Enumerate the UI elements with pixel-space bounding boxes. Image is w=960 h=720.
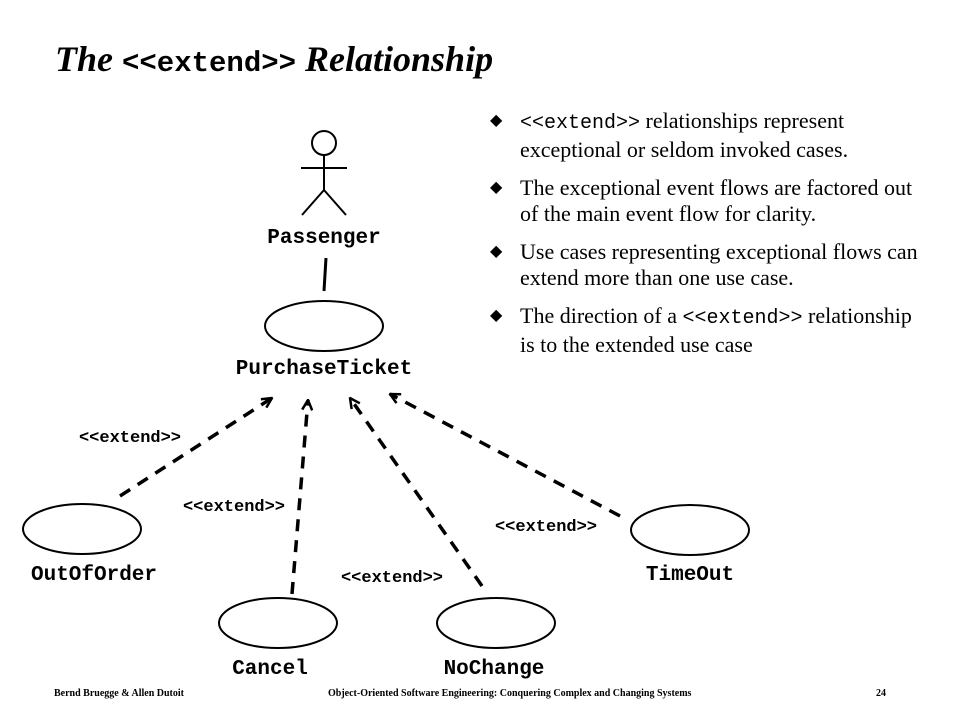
diamond-bullet-icon: ◆: [490, 112, 503, 129]
slide-title: The <<extend>> Relationship: [55, 38, 493, 80]
extend-label-out-of-order: <<extend>>: [79, 429, 181, 448]
bullet-text: Use cases representing exceptional flows…: [520, 239, 918, 290]
diamond-bullet-icon: ◆: [490, 243, 503, 260]
actor-label: Passenger: [267, 227, 380, 250]
title-stereotype: <<extend>>: [122, 47, 297, 80]
use-case-label-cancel: Cancel: [232, 658, 308, 681]
use-case-out-of-order: [22, 503, 142, 555]
use-case-time-out: [630, 504, 750, 556]
footer-authors: Bernd Bruegge & Allen Dutoit: [54, 688, 184, 699]
extend-label-cancel: <<extend>>: [183, 498, 285, 517]
extend-label-time-out: <<extend>>: [495, 518, 597, 537]
extend-arrow-out-of-order: [119, 398, 272, 498]
actor-association-line: [322, 257, 328, 292]
diamond-bullet-icon: ◆: [490, 179, 503, 196]
use-case-label-purchase-ticket: PurchaseTicket: [236, 358, 412, 381]
use-case-cancel: [218, 597, 338, 649]
bullet-text: relationship is to the extended use case: [520, 303, 912, 357]
bullet-text: relationships represent exceptional or s…: [520, 108, 849, 162]
use-case-label-no-change: NoChange: [444, 658, 545, 681]
extend-arrow-cancel: [290, 400, 308, 595]
use-case-label-time-out: TimeOut: [646, 564, 734, 587]
use-case-label-out-of-order: OutOfOrder: [31, 564, 157, 587]
bullet-code: <<extend>>: [520, 112, 641, 135]
bullet-item: ◆ The exceptional event flows are factor…: [488, 175, 928, 227]
title-prefix: The: [55, 39, 113, 79]
extend-label-no-change: <<extend>>: [341, 569, 443, 588]
use-case-no-change: [436, 597, 556, 649]
bullet-item: ◆ The direction of a <<extend>> relation…: [488, 303, 928, 358]
bullet-code: <<extend>>: [682, 307, 803, 330]
bullet-item: ◆ Use cases representing exceptional flo…: [488, 239, 928, 291]
footer-page-number: 24: [876, 688, 886, 699]
bullet-text: The direction of a: [520, 303, 683, 328]
footer-book-title: Object-Oriented Software Engineering: Co…: [328, 688, 692, 699]
use-case-purchase-ticket: [264, 300, 384, 352]
passenger-actor-icon: [301, 130, 347, 216]
title-suffix: Relationship: [305, 39, 494, 79]
bullet-text: The exceptional event flows are factored…: [520, 175, 913, 226]
extend-arrow-time-out: [390, 392, 621, 518]
bullet-item: ◆ <<extend>> relationships represent exc…: [488, 108, 928, 163]
extend-arrow-no-change: [350, 398, 484, 588]
bullet-list: ◆ <<extend>> relationships represent exc…: [488, 108, 928, 370]
diamond-bullet-icon: ◆: [490, 307, 503, 324]
